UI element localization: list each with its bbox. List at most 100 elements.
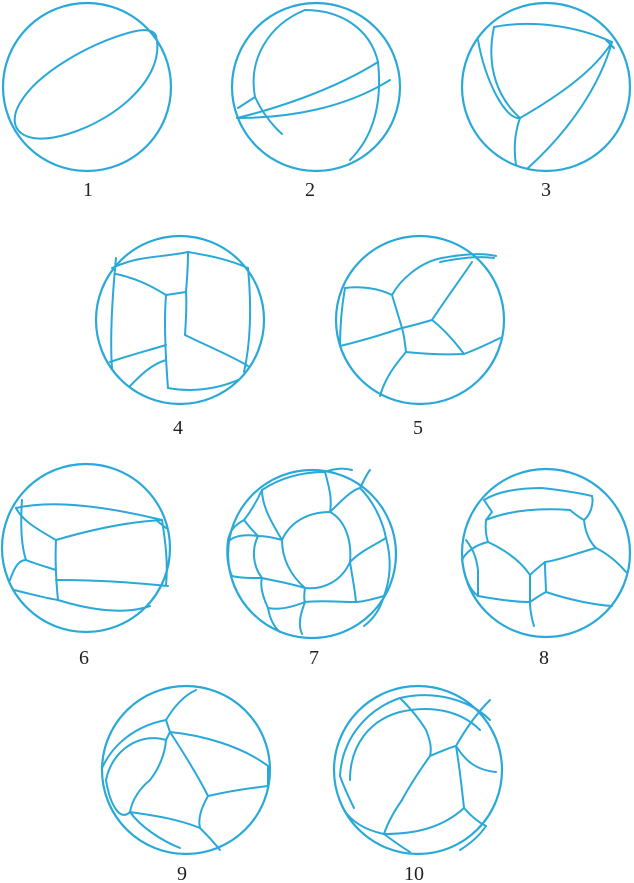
sphere-outline bbox=[100, 684, 272, 856]
seam bbox=[349, 61, 381, 161]
seam bbox=[55, 519, 163, 541]
figure-label: 8 bbox=[539, 647, 549, 669]
figure-label: 5 bbox=[413, 417, 423, 439]
seam bbox=[401, 319, 433, 329]
seam bbox=[261, 577, 306, 589]
sphere-outline bbox=[230, 1, 402, 173]
seam bbox=[583, 519, 597, 549]
seam bbox=[227, 519, 245, 541]
seam bbox=[303, 587, 306, 603]
seam bbox=[399, 697, 427, 731]
figure-5: 5 bbox=[334, 234, 506, 439]
seam bbox=[163, 294, 169, 389]
seam bbox=[129, 779, 151, 813]
seam bbox=[243, 489, 263, 521]
seam bbox=[13, 29, 159, 140]
seam bbox=[545, 591, 613, 607]
figure-label: 3 bbox=[541, 179, 551, 201]
seam bbox=[231, 575, 263, 579]
seam bbox=[155, 519, 167, 529]
seam bbox=[129, 811, 181, 849]
seam bbox=[379, 351, 407, 397]
seam bbox=[237, 96, 256, 109]
seam bbox=[463, 337, 501, 355]
seam bbox=[267, 607, 281, 633]
seam bbox=[260, 577, 269, 609]
seam bbox=[519, 41, 613, 119]
seam bbox=[527, 41, 613, 169]
sphere-outline bbox=[332, 684, 504, 856]
seam bbox=[349, 708, 481, 781]
seam bbox=[339, 775, 355, 809]
seam bbox=[339, 287, 346, 347]
seam bbox=[483, 487, 593, 501]
figure-label: 1 bbox=[83, 179, 93, 201]
figure-10: 10 bbox=[332, 684, 504, 883]
seam bbox=[359, 469, 371, 489]
seam bbox=[252, 9, 306, 98]
seam bbox=[459, 825, 487, 851]
seam bbox=[184, 291, 188, 336]
seam bbox=[298, 601, 306, 635]
seam bbox=[583, 495, 594, 521]
seam bbox=[281, 511, 352, 590]
sphere-outline bbox=[1, 1, 173, 173]
sphere-outline bbox=[334, 234, 506, 406]
seam bbox=[324, 467, 353, 473]
seam bbox=[383, 833, 411, 853]
seam bbox=[529, 561, 546, 576]
seam bbox=[20, 499, 27, 561]
seam bbox=[324, 471, 332, 513]
seam bbox=[13, 589, 59, 601]
seam bbox=[429, 745, 457, 757]
figure-label: 7 bbox=[309, 647, 319, 669]
figure-label: 9 bbox=[177, 863, 187, 883]
seam bbox=[439, 256, 495, 263]
seam bbox=[544, 547, 597, 563]
seam bbox=[483, 499, 493, 521]
seam bbox=[167, 379, 239, 391]
seam bbox=[490, 26, 521, 119]
sphere-outline bbox=[460, 467, 632, 639]
seam bbox=[425, 729, 432, 757]
seam bbox=[252, 535, 263, 579]
seam bbox=[198, 795, 209, 829]
seam bbox=[401, 327, 407, 353]
seam bbox=[349, 561, 357, 603]
seam bbox=[465, 539, 479, 571]
seam bbox=[236, 79, 391, 119]
sphere-outline bbox=[0, 462, 172, 634]
seam bbox=[226, 539, 233, 577]
figure-label: 10 bbox=[404, 863, 424, 883]
seam bbox=[243, 267, 252, 373]
seam bbox=[383, 537, 391, 597]
seam bbox=[383, 799, 403, 835]
seam bbox=[254, 96, 283, 135]
seam bbox=[391, 294, 403, 329]
seam bbox=[243, 519, 259, 537]
seam bbox=[261, 471, 326, 491]
seam bbox=[199, 827, 221, 851]
figure-7: 7 bbox=[226, 467, 398, 669]
seam bbox=[461, 559, 479, 597]
seam bbox=[349, 537, 387, 563]
seam bbox=[487, 541, 531, 576]
seam bbox=[149, 739, 167, 781]
sphere-outline bbox=[94, 234, 266, 406]
seam bbox=[207, 785, 269, 797]
seam bbox=[569, 509, 585, 521]
seam bbox=[485, 508, 571, 521]
seam bbox=[257, 535, 283, 541]
seam bbox=[477, 595, 531, 603]
seam bbox=[169, 731, 209, 797]
seam bbox=[344, 286, 393, 296]
seam bbox=[229, 534, 259, 541]
seam bbox=[304, 9, 379, 63]
seam bbox=[165, 689, 197, 721]
seam bbox=[363, 595, 385, 627]
seam bbox=[339, 327, 403, 347]
seam bbox=[605, 39, 615, 49]
figure-label: 4 bbox=[173, 417, 183, 439]
seam bbox=[129, 811, 201, 829]
